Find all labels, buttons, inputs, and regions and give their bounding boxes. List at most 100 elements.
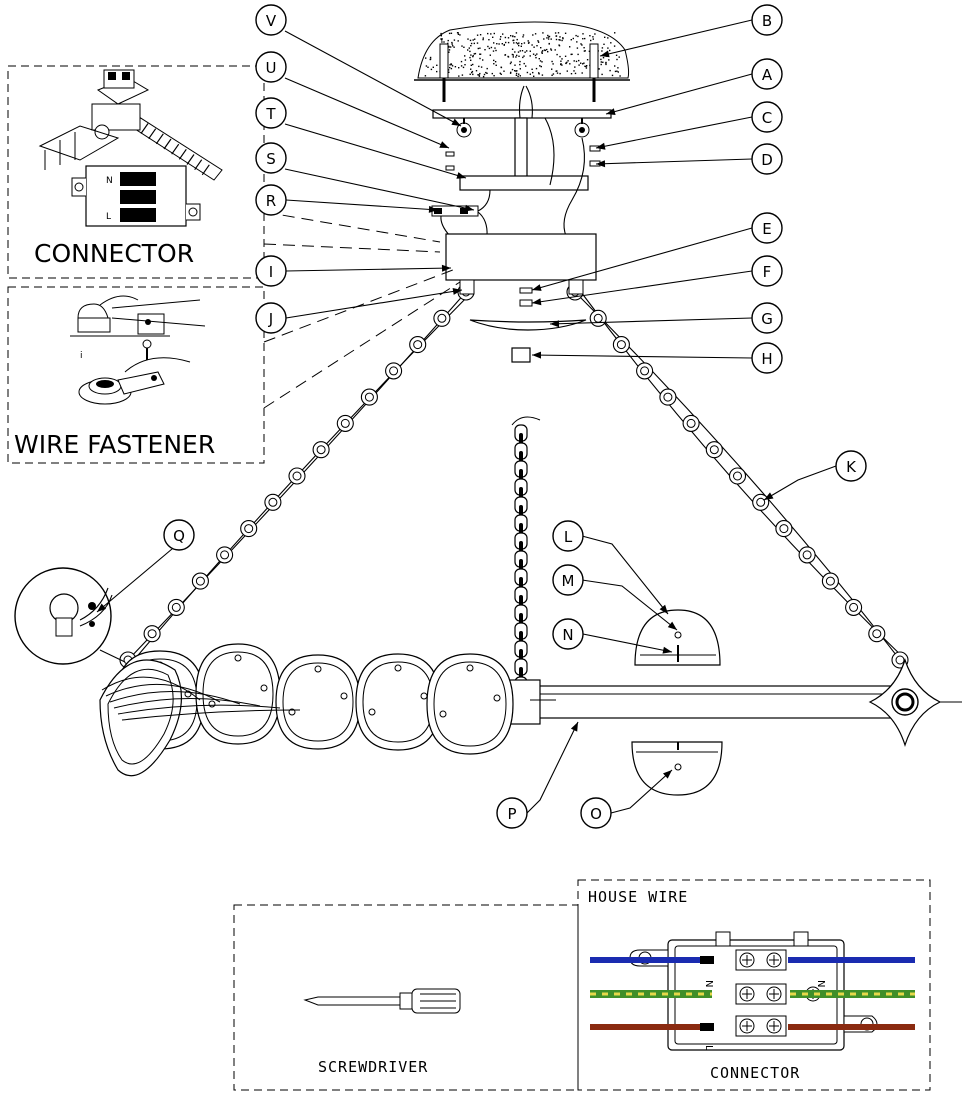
leader-line-t [284,123,467,179]
leader-line-n [582,633,673,653]
shade-cluster-end [99,659,556,777]
svg-text:i: i [80,351,83,361]
callout-label: V [266,12,277,30]
support-bar [507,679,906,725]
callout-j: J [255,302,287,334]
callout-label: O [590,805,602,823]
terminal-neutral-mark: N [815,980,826,987]
callout-label: I [269,263,273,281]
connector-inset: N L CONNECTOR [7,65,265,279]
house-wire-title: HOUSE WIRE [588,888,688,906]
glass-shade [275,654,361,750]
leader-line-f [531,270,753,304]
terminal-neutral-mark: N [106,176,113,186]
callout-label: U [266,59,277,77]
callout-v: V [255,4,287,36]
detail-magnifier [14,567,126,665]
callout-u: U [255,51,287,83]
leader-line-e [531,227,753,291]
callout-label: L [564,528,573,546]
support-chains [119,279,909,669]
callout-g: G [751,302,783,334]
callout-label: B [762,12,772,30]
callout-label: P [507,805,516,823]
leader-line-o [610,769,673,814]
callout-label: C [762,109,772,127]
junction-box [445,233,597,281]
link-nut [445,165,455,171]
link-piece [445,151,455,157]
ceiling-hook-left [456,118,472,138]
terminal-live-mark: L [106,212,111,222]
center-pipe [514,117,528,179]
center-chain [511,416,541,699]
callout-d: D [751,143,783,175]
small-nut [519,287,533,294]
callout-label: S [266,150,276,168]
leader-line-v [284,30,462,127]
wall-anchor-right [589,43,599,102]
connector-inset-title: CONNECTOR [34,239,194,268]
leader-line-s [284,168,475,211]
callout-k: K [835,450,867,482]
ceiling [414,21,630,81]
chain-left [119,283,475,669]
mounting-bracket [432,109,612,119]
leader-line-d [595,158,753,165]
callout-a: A [751,58,783,90]
leader-line-p [526,721,579,814]
glass-shades-row [99,643,556,777]
leader-line-k [763,465,837,501]
canopy [459,175,589,191]
leader-line-q [96,548,173,613]
leader-line-h [531,354,753,359]
callout-q: Q [163,519,195,551]
callout-label: J [268,310,273,328]
callout-label: D [761,151,773,169]
glass-shade [355,653,441,751]
leader-line-l [581,535,669,615]
glass-shade [195,643,281,745]
callout-c: C [751,101,783,133]
callout-f: F [751,255,783,287]
leader-line-m [581,579,678,631]
terminal-live-mark: L [703,1045,714,1051]
callout-i: I [255,255,287,287]
house-wire-inset: HOUSE WIRE N N L CONNECTOR [577,879,931,1091]
terminal-neutral-mark: N [703,980,714,987]
callout-label: R [266,192,276,210]
leader-line-b [599,19,753,57]
small-nut [519,299,533,307]
callout-o: O [580,797,612,829]
leader-line-g [549,317,753,325]
leader-line-u [284,77,450,149]
ceiling-hook-right [574,118,590,138]
chain-right [566,283,909,669]
callout-m: M [552,564,584,596]
cover-plate [469,319,587,331]
callout-label: T [265,105,276,123]
screwdriver-inset: SCREWDRIVER [233,904,579,1091]
callout-n: N [552,618,584,650]
callout-s: S [255,142,287,174]
screwdriver-icon [303,988,461,1014]
callout-label: G [761,310,773,328]
leader-line-c [595,116,753,149]
callout-label: E [762,220,771,238]
wire-fastener-inset-title: WIRE FASTENER [14,430,215,459]
glass-shade [426,653,514,755]
callout-t: T [255,97,287,129]
wire-fastener-inset: i WIRE FASTENER [7,286,265,464]
callout-label: A [762,66,773,84]
leader-line-i [285,267,452,272]
callout-label: F [763,263,772,281]
callout-label: N [562,626,573,644]
wall-anchor-left [439,43,449,102]
callout-b: B [751,4,783,36]
house-wire-connector-label: CONNECTOR [710,1064,800,1082]
bar-end-hub [868,658,962,747]
leader-line-a [605,73,753,115]
callout-r: R [255,184,287,216]
screwdriver-label: SCREWDRIVER [318,1058,428,1076]
